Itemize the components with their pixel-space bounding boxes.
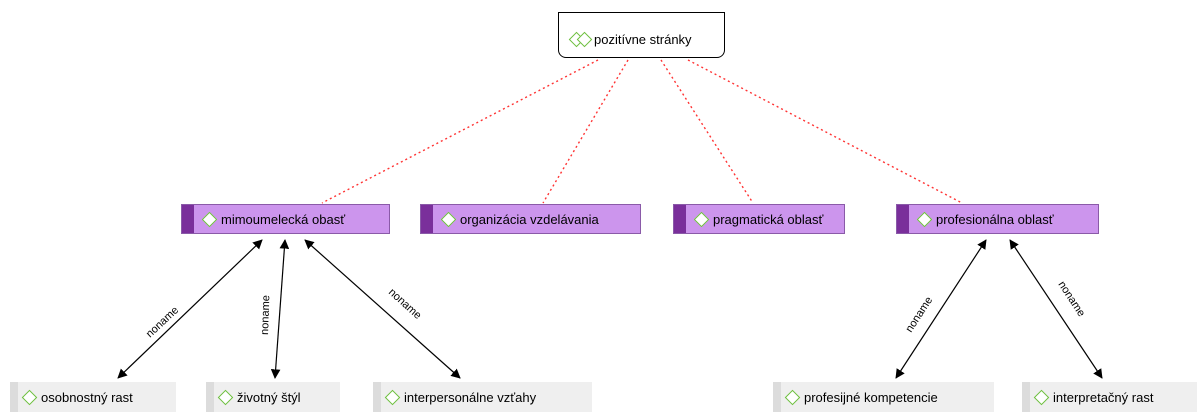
- link-root-profesionalna: [687, 59, 963, 204]
- arrow-links: [117, 239, 1103, 379]
- category-label: profesionálna oblasť: [936, 211, 1054, 227]
- link-root-mimoumelecka: [321, 59, 599, 204]
- link-root-pragmaticka: [660, 59, 754, 204]
- diamond-icon: [384, 389, 401, 405]
- leaf-node-interpretacny-rast[interactable]: interpretačný rast: [1022, 382, 1197, 412]
- root-label: pozitívne stránky: [594, 31, 692, 47]
- category-node-pragmaticka[interactable]: pragmatická oblasť: [673, 204, 845, 234]
- leaf-label: profesijné kompetencie: [804, 389, 938, 405]
- arrow-zivotny: [270, 239, 290, 379]
- diamond-icon: [693, 211, 710, 227]
- arrow-interpretacny: [1009, 239, 1103, 379]
- diamond-icon: [201, 211, 218, 227]
- arrow-profesijne: [895, 239, 987, 379]
- leaf-label: interpretačný rast: [1053, 389, 1154, 405]
- diamond-icon: [916, 211, 933, 227]
- leaf-node-zivotny-styl[interactable]: životný štýl: [206, 382, 340, 412]
- root-node[interactable]: pozitívne stránky: [558, 12, 725, 58]
- category-node-organizacia[interactable]: organizácia vzdelávania: [420, 204, 641, 234]
- category-node-profesionalna[interactable]: profesionálna oblasť: [896, 204, 1099, 234]
- dotted-links: [321, 59, 963, 204]
- category-label: pragmatická oblasť: [713, 211, 824, 227]
- leaf-label: životný štýl: [237, 389, 301, 405]
- edge-label: noname: [1055, 279, 1087, 319]
- category-label: organizácia vzdelávania: [460, 211, 599, 227]
- diamond-icon: [440, 211, 457, 227]
- diamond-icon: [1033, 389, 1050, 405]
- edge-label: noname: [903, 295, 935, 335]
- diamond-icon: [21, 389, 38, 405]
- leaf-label: interpersonálne vzťahy: [404, 389, 537, 405]
- arrow-interpersonalne: [304, 239, 461, 379]
- leaf-node-interpersonalne-vztahy[interactable]: interpersonálne vzťahy: [373, 382, 592, 412]
- category-node-mimoumelecka[interactable]: mimoumelecká obasť: [181, 204, 390, 234]
- leaf-node-osobnostny-rast[interactable]: osobnostný rast: [10, 382, 176, 412]
- category-label: mimoumelecká obasť: [221, 211, 346, 227]
- diamond-icon: [784, 389, 801, 405]
- diamond-icon: [217, 389, 234, 405]
- link-root-organizacia: [542, 59, 629, 204]
- leaf-label: osobnostný rast: [41, 389, 133, 405]
- double-diamond-icon: [568, 31, 593, 47]
- leaf-node-profesijne-kompetencie[interactable]: profesijné kompetencie: [773, 382, 994, 412]
- arrow-osobnostny: [117, 239, 263, 379]
- edge-label: noname: [259, 295, 272, 335]
